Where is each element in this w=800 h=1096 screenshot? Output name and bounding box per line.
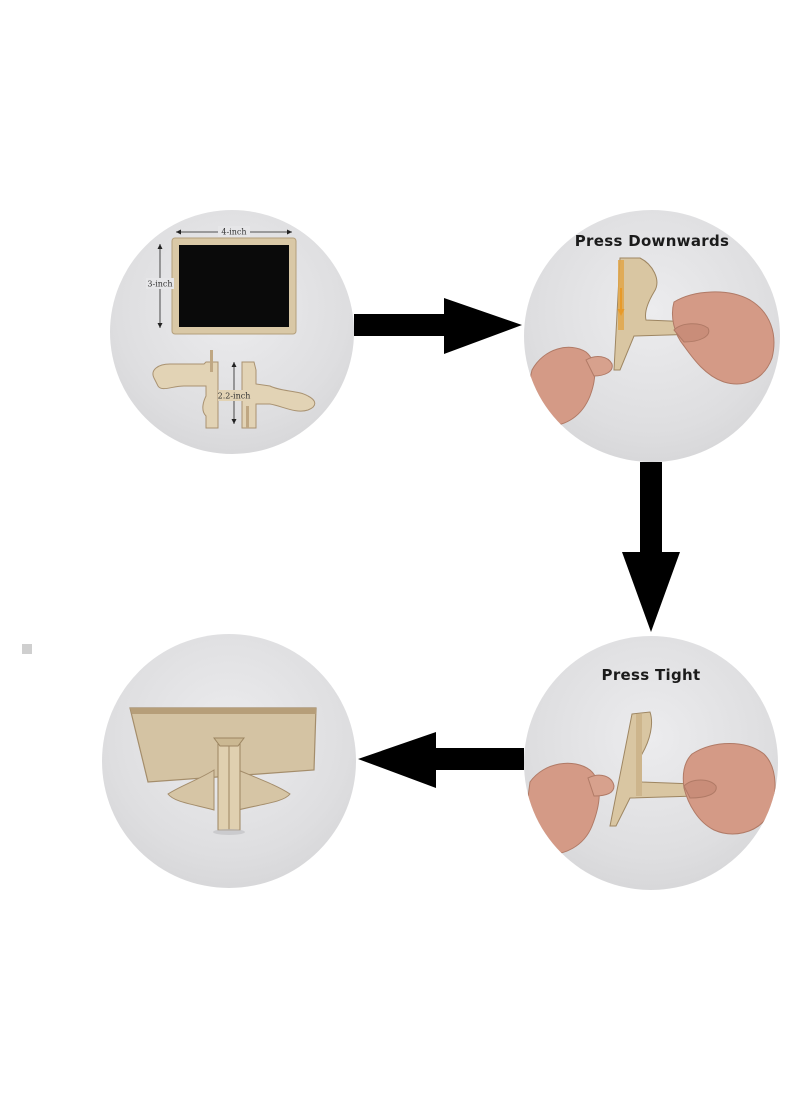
press-downwards-illustration [527, 257, 775, 427]
arrow-right-icon [354, 298, 522, 354]
left-hand [525, 762, 600, 855]
step-press-tight-circle: Press Tight [524, 636, 778, 890]
right-hand [682, 743, 776, 835]
height-label: 3-inch [147, 280, 172, 289]
board-edge [636, 714, 642, 796]
width-label: 4-inch [221, 228, 246, 237]
step-assembled-circle [102, 634, 356, 888]
stand-label: 2.2-inch [218, 392, 251, 401]
press-tight-caption: Press Tight [601, 666, 701, 684]
stand-piece [609, 711, 697, 827]
step-press-downwards-circle: Press Downwards [524, 210, 780, 462]
leg-left [167, 769, 215, 811]
press-tight-illustration [525, 711, 776, 855]
arrow-down-icon [622, 462, 680, 632]
stand-piece-left [152, 361, 219, 429]
step-parts-circle: 4-inch 3-inch 2.2-inch [110, 210, 354, 454]
square-marker [22, 644, 32, 654]
stand-piece-right [241, 361, 316, 429]
leg-right [237, 769, 291, 811]
parts-illustration: 4-inch 3-inch 2.2-inch [146, 226, 316, 429]
chalkboard-surface [179, 245, 289, 327]
arrow-left-icon [358, 732, 524, 788]
right-hand [671, 291, 775, 385]
assembled-illustration [129, 707, 317, 835]
press-downwards-caption: Press Downwards [574, 232, 730, 250]
left-hand [527, 346, 596, 427]
